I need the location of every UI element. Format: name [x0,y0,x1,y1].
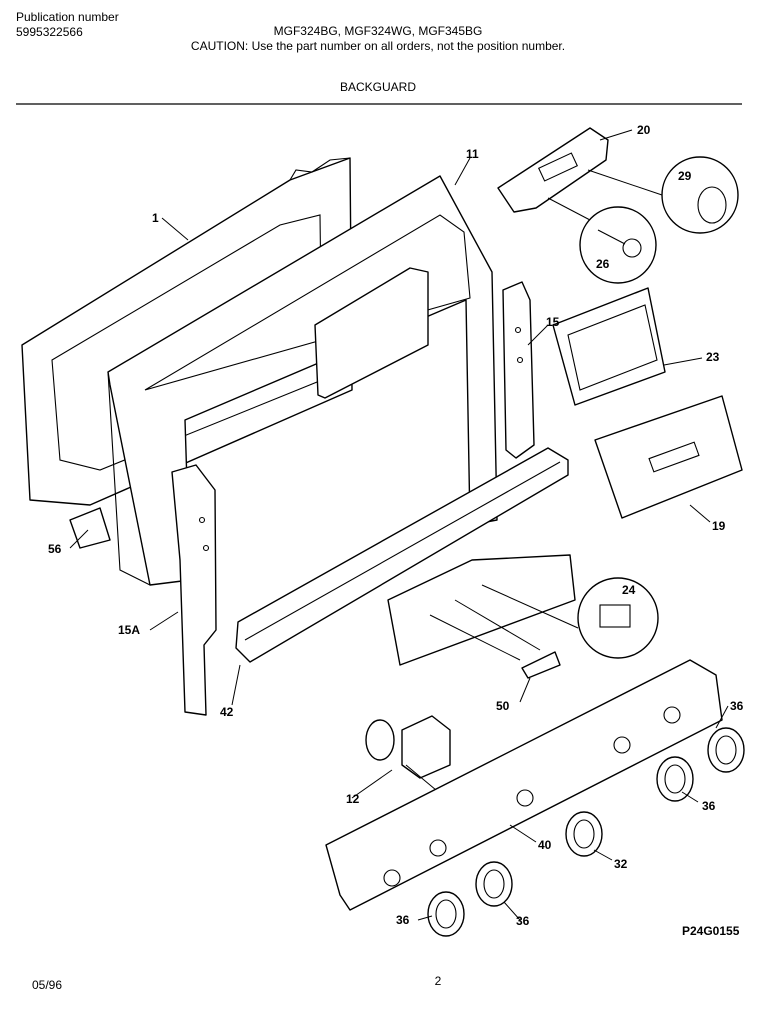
callout-42: 42 [220,705,234,719]
model-numbers: MGF324BG, MGF324WG, MGF345BG [273,24,483,38]
knob-36-front-mid [475,861,513,907]
caution-note: CAUTION: Use the part number on all orde… [190,39,566,53]
backguard-frame [107,175,498,586]
callout-23: 23 [706,350,720,364]
figure-code: P24G0155 [682,924,740,938]
detail-bubble-29 [587,156,739,234]
callout-24: 24 [622,583,636,597]
left-bracket [171,464,217,716]
knob-36-front-left [427,891,465,937]
callout-20: 20 [637,123,651,137]
callout-36-rear-mid: 36 [702,799,716,813]
right-bracket [502,281,535,459]
knob-36-rear-right [707,727,745,773]
leader-lines [69,129,729,921]
footer-date: 05/96 [32,978,63,992]
callout-15: 15 [546,315,560,329]
thermostat [365,715,451,791]
detail-bubble-26 [547,197,657,284]
page-number: 2 [434,974,442,988]
callout-11: 11 [466,147,479,161]
detail-bubble-24 [481,577,659,659]
manifold-panel [325,659,723,911]
clock-board [497,127,609,213]
callout-32: 32 [614,857,628,871]
section-title: BACKGUARD [339,80,417,94]
callout-26: 26 [596,257,610,271]
callout-36-front-mid: 36 [516,914,530,928]
publication-number: 5995322566 [16,25,83,39]
callout-12: 12 [346,792,360,806]
callout-50: 50 [496,699,510,713]
callout-36-rear-right: 36 [730,699,744,713]
trim-channel [235,447,569,663]
callout-36-front-left: 36 [396,913,410,927]
lens-frame [552,287,703,406]
callout-1: 1 [152,211,159,225]
callout-19: 19 [712,519,726,533]
publication-label: Publication number [16,10,119,24]
callout-15a: 15A [118,623,140,637]
panel-insert [387,554,576,679]
callout-29: 29 [678,169,692,183]
control-panel-overlay [594,395,743,523]
knob-32 [565,811,603,857]
callout-40: 40 [538,838,552,852]
knob-36-rear-mid [656,756,694,802]
callout-56: 56 [48,542,62,556]
